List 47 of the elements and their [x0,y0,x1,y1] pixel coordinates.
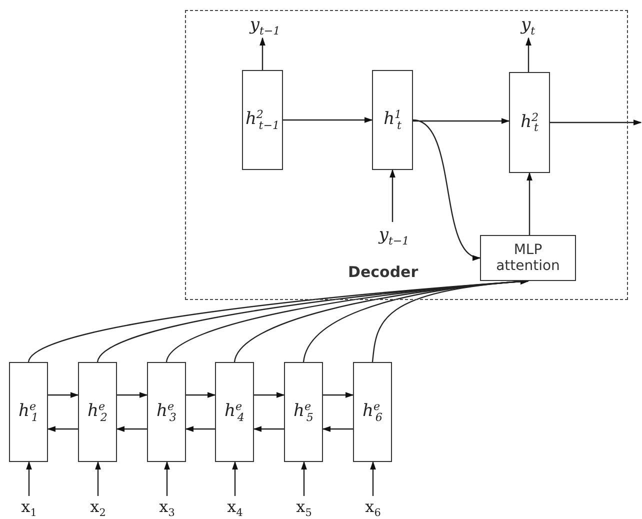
arrow [323,392,354,398]
arrow [232,461,238,496]
arrow [95,461,101,496]
arrow [186,392,216,398]
output-label: y$_{t−1}$ [238,12,292,38]
arrow [550,120,642,126]
encoder-state-box [353,362,392,462]
input-label: x$_{6}$ [357,496,389,518]
arrow [413,118,510,124]
encoder-state-box [284,362,323,462]
arrow [253,426,284,432]
hidden-state-box [372,70,413,170]
output-label: y$_{t−1}$ [366,222,422,248]
encoder-state-box [147,362,186,462]
arrow [283,117,373,123]
arrow [372,278,529,362]
arrow [260,37,266,70]
encoder-state-box [9,362,48,462]
arrow [412,119,481,259]
input-label: x$_{3}$ [151,496,183,518]
arrow [26,461,32,496]
input-label: x$_{2}$ [82,496,114,518]
arrow [254,392,285,398]
hidden-state-box [242,70,283,170]
arrow [370,461,376,496]
output-label: y$_{t}$ [508,12,548,38]
arrow [185,426,215,432]
arrow [47,426,78,432]
hidden-state-box [509,72,550,173]
arrow [526,172,532,235]
arrow [164,461,170,496]
arrow [390,169,396,222]
encoder-state-box [78,362,117,462]
input-label: x$_{5}$ [288,496,320,518]
arrow [117,392,148,398]
arrow [526,37,532,72]
arrow [301,461,307,496]
decoder-label: Decoder [348,263,418,281]
arrow [322,426,353,432]
decoder-frame [185,10,628,300]
encoder-state-box [215,362,254,462]
input-label: x$_{4}$ [219,496,251,518]
input-label: x$_{1}$ [13,496,45,518]
attention-label: MLP attention [495,242,561,274]
arrow [48,392,79,398]
attention-box [480,235,576,281]
arrow [116,426,147,432]
